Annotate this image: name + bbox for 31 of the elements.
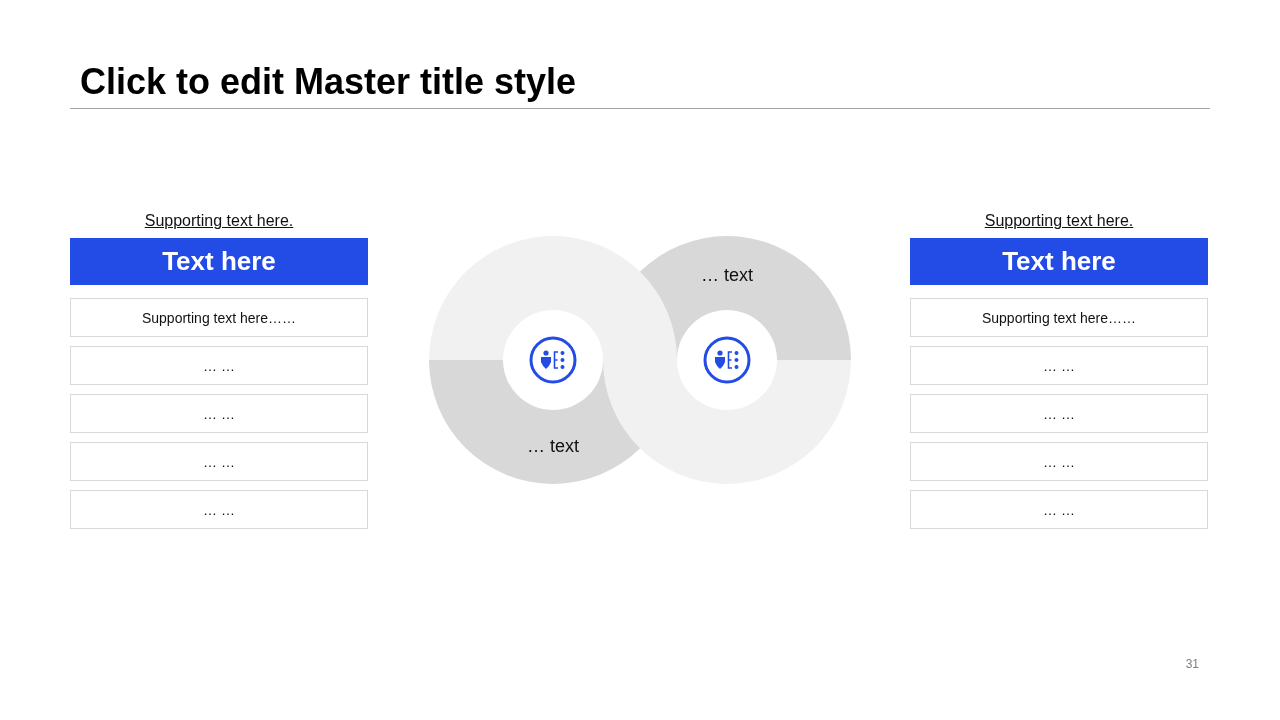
text-row [70, 298, 368, 337]
text-row [910, 490, 1208, 529]
ring-label: … text [527, 435, 579, 457]
header-bar [70, 238, 368, 285]
row-text: … … [1043, 453, 1075, 470]
text-row [910, 442, 1208, 481]
caption-text: Supporting text here. [144, 211, 294, 231]
row-text: … … [203, 357, 235, 374]
text-row [910, 394, 1208, 433]
row-text: … … [203, 501, 235, 518]
row-text: … … [203, 453, 235, 470]
text-row [70, 442, 368, 481]
slide-title: Click to edit Master title style [80, 60, 577, 104]
text-row [910, 298, 1208, 337]
text-row [910, 346, 1208, 385]
row-text: Supporting text here…… [141, 309, 297, 326]
text-row [70, 346, 368, 385]
header-text: Text here [1002, 246, 1116, 277]
ring-shape [603, 236, 851, 484]
page-number: 31 [1185, 657, 1199, 671]
row-text: … … [1043, 405, 1075, 422]
row-text: … … [1043, 357, 1075, 374]
text-row [70, 490, 368, 529]
header-bar [910, 238, 1208, 285]
ring-label: … text [701, 264, 753, 286]
row-text: Supporting text here…… [981, 309, 1137, 326]
caption-text: Supporting text here. [984, 211, 1134, 231]
row-text: … … [1043, 501, 1075, 518]
header-text: Text here [162, 246, 276, 277]
row-text: … … [203, 405, 235, 422]
text-row [70, 394, 368, 433]
